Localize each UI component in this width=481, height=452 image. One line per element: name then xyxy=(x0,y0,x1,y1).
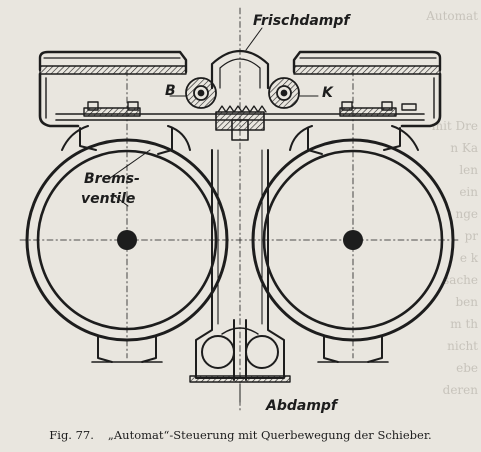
figure-number: Fig. 77. xyxy=(49,428,94,442)
background-text-line: ebe xyxy=(456,361,478,375)
background-text-line: sache xyxy=(443,273,478,287)
background-text-line: nicht xyxy=(447,339,478,353)
background-text-line: ben xyxy=(455,295,478,309)
background-text-line: mit Dre xyxy=(432,119,478,133)
gear-rack xyxy=(217,105,267,113)
background-text-line: m th xyxy=(450,317,478,331)
label-fresh-steam: Frischdampf xyxy=(253,13,350,29)
caption-text: „Automat“-Steuerung mit Querbewegung der… xyxy=(107,428,432,442)
left-cylinder xyxy=(25,125,229,363)
background-text-line: len xyxy=(459,163,478,177)
label-brake-valves-line1: Brems- xyxy=(84,171,140,187)
valve-chest xyxy=(38,50,442,128)
background-text-line: pr xyxy=(465,229,479,243)
right-cylinder xyxy=(251,125,455,363)
brake-valve-leaders xyxy=(109,149,151,207)
background-text-line: e k xyxy=(460,251,479,265)
center-axis-lines xyxy=(19,7,461,411)
background-text-line: nge xyxy=(455,207,478,221)
background-text-line: deren xyxy=(443,383,479,397)
label-k: K xyxy=(322,85,333,101)
figure-caption: Fig. 77. „Automat“-Steuerung mit Querbewe… xyxy=(0,428,481,442)
background-text-line: ein xyxy=(459,185,478,199)
exhaust-channel xyxy=(189,149,291,403)
label-b: B xyxy=(165,83,176,99)
gear-wheel-k xyxy=(268,77,300,109)
label-exhaust: Abdampf xyxy=(266,398,338,414)
background-text-line: n Ka xyxy=(450,141,478,155)
gear-wheel-b xyxy=(185,77,217,109)
label-brake-valves-line2: ventile xyxy=(81,191,136,207)
background-text-line: Automat xyxy=(425,9,478,23)
fresh-steam-inlet xyxy=(210,27,270,141)
